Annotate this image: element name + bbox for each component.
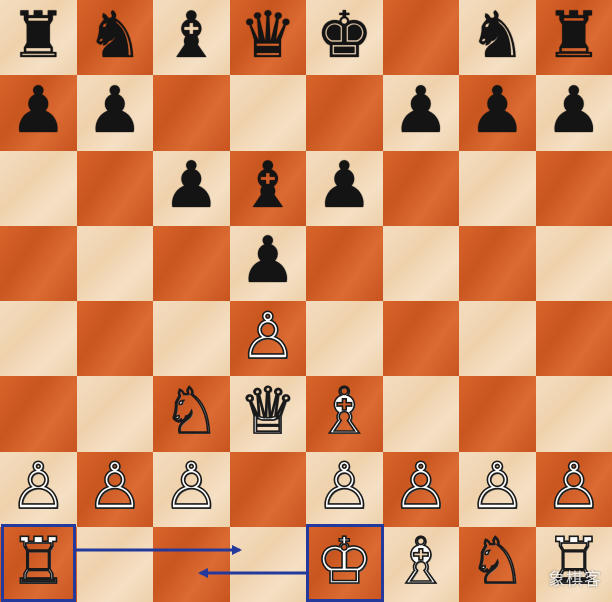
square-c7[interactable]	[153, 75, 230, 151]
square-d7[interactable]	[229, 75, 306, 151]
white-knight-icon[interactable]: ♘	[162, 376, 221, 449]
square-d8[interactable]: ♛	[229, 0, 306, 76]
square-b5[interactable]	[76, 225, 153, 301]
square-g7[interactable]: ♟	[459, 75, 536, 151]
square-d3[interactable]: ♕	[229, 376, 306, 452]
black-pawn-icon[interactable]: ♟	[545, 75, 603, 148]
white-bishop-icon[interactable]: ♗	[315, 376, 374, 449]
square-h6[interactable]	[535, 150, 612, 226]
square-h3[interactable]	[535, 376, 612, 452]
square-g1[interactable]: ♘	[459, 526, 536, 602]
black-knight-icon[interactable]: ♞	[468, 0, 526, 73]
square-e4[interactable]	[306, 301, 383, 377]
square-f3[interactable]	[382, 376, 459, 452]
square-c4[interactable]	[153, 301, 230, 377]
black-pawn-icon[interactable]: ♟	[162, 150, 220, 224]
square-h8[interactable]: ♜	[535, 0, 612, 76]
square-c6[interactable]: ♟	[153, 150, 230, 226]
square-f5[interactable]	[382, 225, 459, 301]
black-bishop-icon[interactable]: ♝	[162, 0, 220, 73]
square-f4[interactable]	[382, 301, 459, 377]
square-e6[interactable]: ♟	[306, 150, 383, 226]
white-pawn-icon[interactable]: ♙	[391, 451, 450, 525]
black-bishop-icon[interactable]: ♝	[239, 150, 297, 224]
square-b3[interactable]	[76, 376, 153, 452]
square-g3[interactable]	[459, 376, 536, 452]
white-pawn-icon[interactable]: ♙	[9, 451, 68, 525]
square-c5[interactable]	[153, 225, 230, 301]
square-d6[interactable]: ♝	[229, 150, 306, 226]
square-h1[interactable]: ♖	[535, 526, 612, 602]
square-f8[interactable]	[382, 0, 459, 76]
square-c2[interactable]: ♙	[153, 451, 230, 527]
white-queen-icon[interactable]: ♕	[238, 376, 297, 449]
square-h7[interactable]: ♟	[535, 75, 612, 151]
square-g5[interactable]	[459, 225, 536, 301]
white-knight-icon[interactable]: ♘	[468, 526, 527, 600]
square-a7[interactable]: ♟	[0, 75, 77, 151]
square-f1[interactable]: ♗	[382, 526, 459, 602]
black-pawn-icon[interactable]: ♟	[468, 75, 526, 148]
white-pawn-icon[interactable]: ♙	[544, 451, 603, 525]
square-h4[interactable]	[535, 301, 612, 377]
white-rook-icon[interactable]: ♖	[9, 526, 68, 600]
black-knight-icon[interactable]: ♞	[86, 0, 144, 73]
white-pawn-icon[interactable]: ♙	[315, 451, 374, 525]
square-c8[interactable]: ♝	[153, 0, 230, 76]
square-d1[interactable]	[229, 526, 306, 602]
white-king-icon[interactable]: ♔	[315, 526, 374, 600]
square-e1[interactable]: ♔	[306, 526, 383, 602]
white-pawn-icon[interactable]: ♙	[468, 451, 527, 525]
square-b6[interactable]	[76, 150, 153, 226]
black-king-icon[interactable]: ♚	[315, 0, 373, 73]
white-pawn-icon[interactable]: ♙	[162, 451, 221, 525]
square-a1[interactable]: ♖	[0, 526, 77, 602]
square-g2[interactable]: ♙	[459, 451, 536, 527]
square-d2[interactable]	[229, 451, 306, 527]
square-e7[interactable]	[306, 75, 383, 151]
black-rook-icon[interactable]: ♜	[9, 0, 67, 73]
square-h5[interactable]	[535, 225, 612, 301]
square-b1[interactable]	[76, 526, 153, 602]
square-b2[interactable]: ♙	[76, 451, 153, 527]
black-pawn-icon[interactable]: ♟	[315, 150, 373, 224]
square-d4[interactable]: ♙	[229, 301, 306, 377]
white-rook-icon[interactable]: ♖	[544, 526, 603, 600]
square-a3[interactable]	[0, 376, 77, 452]
white-bishop-icon[interactable]: ♗	[391, 526, 450, 600]
square-a6[interactable]	[0, 150, 77, 226]
square-b8[interactable]: ♞	[76, 0, 153, 76]
square-d5[interactable]: ♟	[229, 225, 306, 301]
square-e5[interactable]	[306, 225, 383, 301]
black-rook-icon[interactable]: ♜	[545, 0, 603, 73]
watermark-text: 象棋客	[548, 570, 602, 590]
square-c3[interactable]: ♘	[153, 376, 230, 452]
square-b7[interactable]: ♟	[76, 75, 153, 151]
square-g8[interactable]: ♞	[459, 0, 536, 76]
square-f7[interactable]: ♟	[382, 75, 459, 151]
square-e3[interactable]: ♗	[306, 376, 383, 452]
square-g6[interactable]	[459, 150, 536, 226]
square-a4[interactable]	[0, 301, 77, 377]
square-e2[interactable]: ♙	[306, 451, 383, 527]
black-pawn-icon[interactable]: ♟	[86, 75, 144, 148]
square-b4[interactable]	[76, 301, 153, 377]
square-a5[interactable]	[0, 225, 77, 301]
square-c1[interactable]	[153, 526, 230, 602]
white-pawn-icon[interactable]: ♙	[85, 451, 144, 525]
black-pawn-icon[interactable]: ♟	[239, 225, 297, 299]
square-a8[interactable]: ♜	[0, 0, 77, 76]
square-f6[interactable]	[382, 150, 459, 226]
square-g4[interactable]	[459, 301, 536, 377]
square-e8[interactable]: ♚	[306, 0, 383, 76]
square-a2[interactable]: ♙	[0, 451, 77, 527]
square-h2[interactable]: ♙	[535, 451, 612, 527]
square-f2[interactable]: ♙	[382, 451, 459, 527]
white-pawn-icon[interactable]: ♙	[238, 301, 297, 374]
black-pawn-icon[interactable]: ♟	[9, 75, 67, 148]
black-queen-icon[interactable]: ♛	[239, 0, 297, 73]
black-pawn-icon[interactable]: ♟	[392, 75, 450, 148]
